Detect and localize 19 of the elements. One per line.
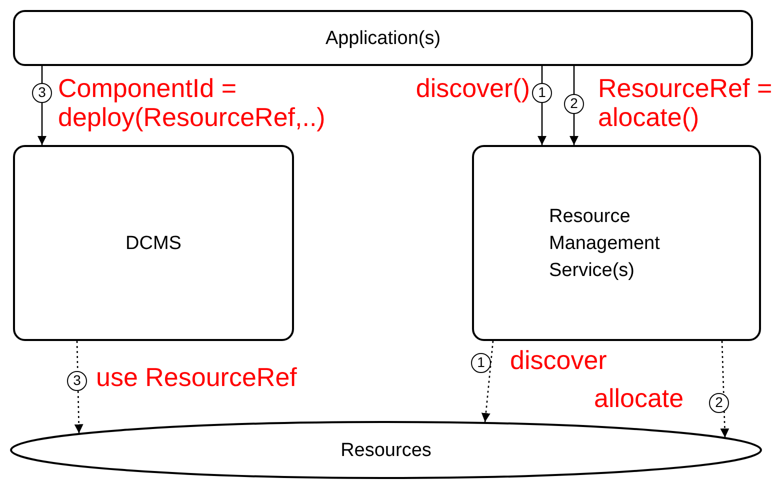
ellipse-node <box>10 421 762 479</box>
step-number: 1 <box>532 83 552 103</box>
node-label: Application(s) <box>325 26 441 50</box>
process-box <box>472 145 761 341</box>
arrow <box>481 340 494 422</box>
process-box <box>13 145 294 341</box>
arrow <box>74 340 84 434</box>
arrow <box>570 66 578 145</box>
arrow <box>720 340 730 438</box>
step-number: 2 <box>564 94 584 114</box>
node-label: Resources <box>340 438 432 462</box>
arrow <box>38 66 46 145</box>
step-number: 3 <box>67 371 87 391</box>
step-number: 2 <box>709 393 729 413</box>
step-number: 1 <box>471 353 491 373</box>
node-label: DCMS <box>126 232 182 256</box>
step-number: 3 <box>32 83 52 103</box>
node-label: Resource Management Service(s) <box>549 204 661 282</box>
process-box <box>13 10 753 66</box>
